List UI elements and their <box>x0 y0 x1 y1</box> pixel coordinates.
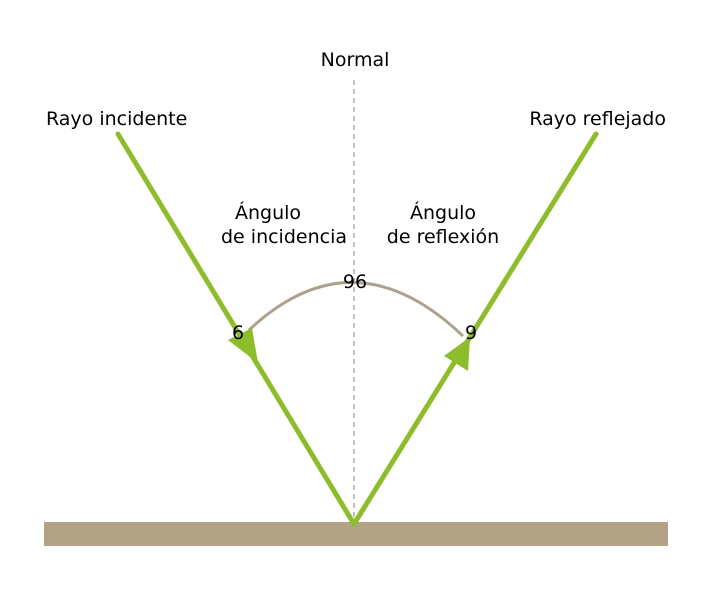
incidence-angle-label-line1: Ángulo <box>235 201 301 224</box>
reflecting-surface <box>44 522 668 546</box>
reflection-angle-label-line2: de reflexión <box>387 226 499 248</box>
incident-ray <box>115 131 357 527</box>
arc-number-right: 9 <box>465 322 477 344</box>
normal-label: Normal <box>321 49 390 71</box>
incident-ray-label: Rayo incidente <box>46 108 187 130</box>
incidence-angle-label-line2: de incidencia <box>221 226 347 248</box>
arc-number-center: 96 <box>343 271 367 293</box>
angle-arc <box>247 280 465 338</box>
arc-number-left: 6 <box>232 322 244 344</box>
reflected-ray <box>351 131 599 527</box>
incident-ray-arrowhead <box>228 328 258 363</box>
reflection-angle-label-line1: Ángulo <box>410 201 476 224</box>
reflected-ray-label: Rayo reflejado <box>529 108 666 130</box>
reflected-ray-arrowhead <box>444 337 470 371</box>
